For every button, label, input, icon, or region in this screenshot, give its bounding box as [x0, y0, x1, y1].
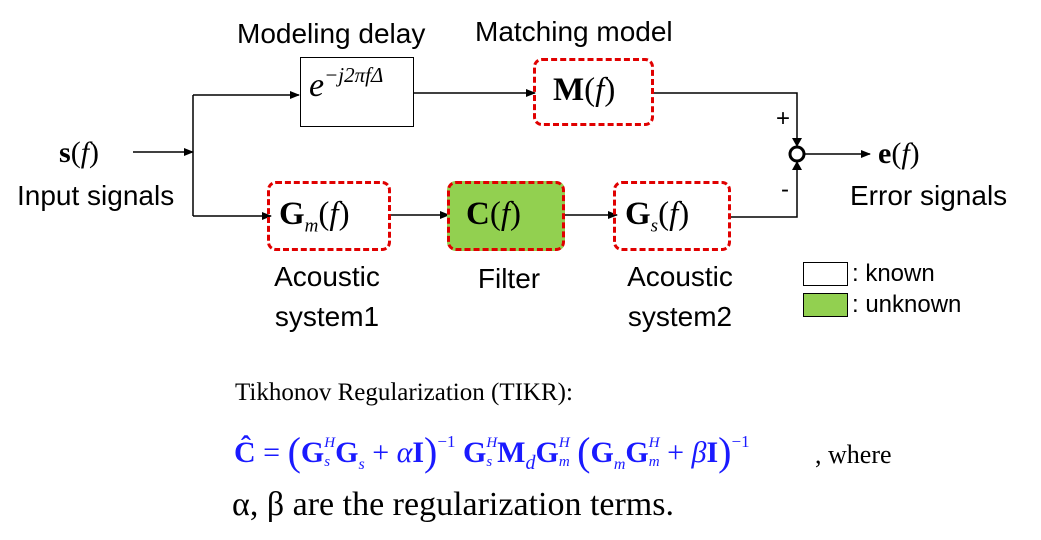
legend-unknown-label: : unknown — [852, 291, 962, 318]
acoustic-system1-label-line2: system1 — [274, 301, 380, 332]
delay-expression: e−j2πfΔ — [309, 63, 384, 104]
tikr-where: , where — [815, 440, 892, 469]
legend-unknown-swatch — [803, 293, 848, 317]
filter-block — [447, 181, 565, 251]
input-signal-expression: s(f) — [59, 136, 100, 169]
acoustic-system1-block — [267, 181, 391, 251]
summing-junction — [788, 145, 806, 163]
gm-expression: Gm(f) — [279, 196, 350, 237]
gs-to-sum-line — [729, 163, 798, 218]
matching-to-sum-line — [654, 92, 798, 145]
plus-sign: + — [776, 105, 791, 132]
minus-sign: - — [781, 176, 789, 203]
acoustic-system1-label-line1: Acoustic — [274, 261, 380, 292]
input-signals-label: Input signals — [17, 180, 175, 211]
matching-model-dashed-border — [533, 58, 654, 126]
matching-model-expression: M(f) — [553, 72, 616, 108]
modeling-delay-label: Modeling delay — [237, 18, 426, 49]
tikr-title: Tikhonov Regularization (TIKR): — [235, 379, 573, 406]
legend-known-label: : known — [852, 260, 935, 287]
acoustic-system2-label-line1: Acoustic — [627, 261, 733, 292]
acoustic-system2-block — [613, 181, 731, 251]
matching-model-label: Matching model — [475, 16, 673, 47]
gs-expression: Gs(f) — [625, 196, 690, 237]
legend-known-swatch — [803, 262, 848, 286]
filter-label: Filter — [477, 263, 541, 294]
error-signal-expression: e(f) — [878, 137, 920, 170]
filter-expression: C(f) — [466, 196, 522, 232]
modeling-delay-block — [300, 57, 414, 127]
error-signals-label: Error signals — [850, 180, 1008, 211]
regularization-note: α, β are the regularization terms. — [232, 486, 674, 523]
acoustic-system2-label-line2: system2 — [627, 301, 733, 332]
